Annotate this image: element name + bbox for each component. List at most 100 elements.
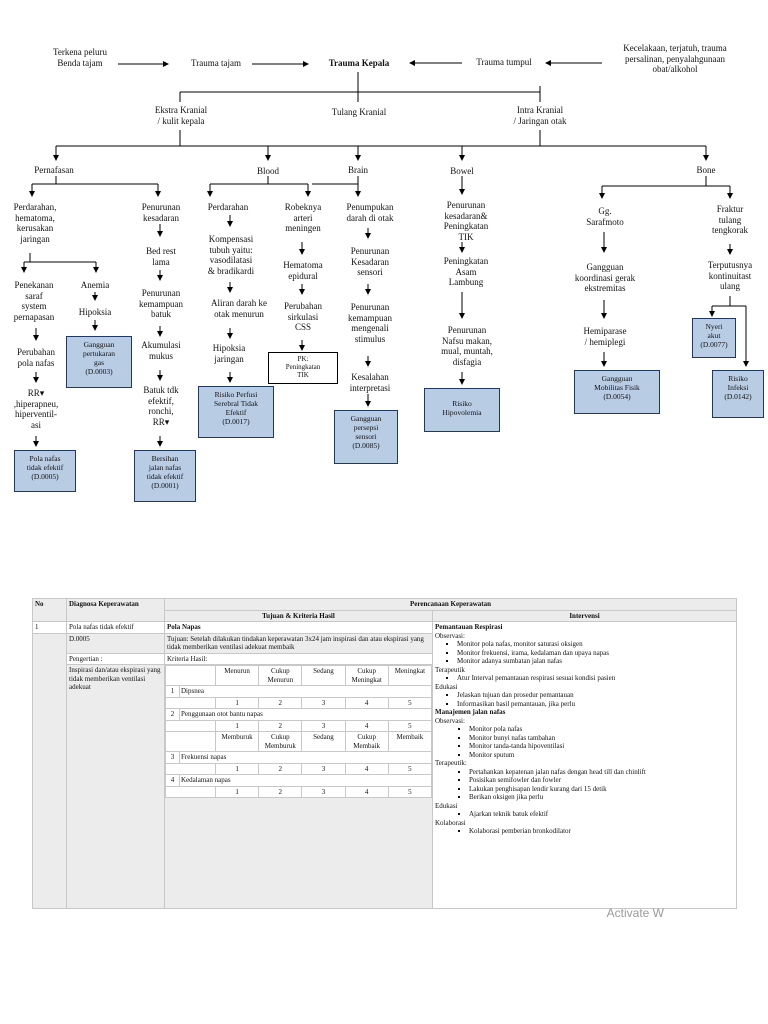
- score: 1: [214, 719, 260, 732]
- hipoksia-jaringan: Hipoksia jaringan: [212, 343, 246, 364]
- list-item: Berikan oksigen jika perlu: [469, 793, 734, 802]
- header-tujuan: Tujuan & Kriteria Hasil: [164, 609, 433, 622]
- cause-sharp: Terkena peluru Benda tajam: [52, 47, 108, 68]
- row-no: 1: [32, 621, 67, 634]
- list-item: Posisikan semifowler dan fowler: [469, 776, 734, 785]
- score: 2: [258, 696, 303, 709]
- list-item: Monitor pola nafas, monitor saturasi oks…: [457, 640, 734, 649]
- trauma-kepala: Trauma Kepala: [328, 58, 390, 68]
- list-item: Monitor bunyi nafas tambahan: [469, 734, 734, 743]
- dx-risiko-hipovolemia: Risiko Hipovolemia: [424, 388, 500, 432]
- scale-label: Cukup Memburuk: [258, 731, 303, 752]
- penumpukan-darah: Penumpukan darah di otak: [346, 202, 394, 223]
- list-item: Lakukan penghisapan lendir kurang dari 1…: [469, 785, 734, 794]
- penurunan-kesadaran-1: Penurunan kesadaran: [141, 202, 181, 223]
- score: 4: [344, 719, 389, 732]
- list-item: Atur Interval pemantauan respirasi sesua…: [457, 674, 734, 683]
- hematoma-epidural: Hematoma epidural: [283, 260, 323, 281]
- pernafasan: Pernafasan: [34, 165, 74, 175]
- dx-gangguan-pertukaran-gas: Gangguan pertukaran gas (D.0003): [66, 336, 132, 388]
- list-item: Pertahankan kepatenan jalan nafas dengan…: [469, 768, 734, 777]
- dx-bersihan-jalan-nafas: Bersihan jalan nafas tidak efektif (D.00…: [134, 450, 196, 502]
- fraktur-tulang-tengkorak: Fraktur tulang tengkorak: [712, 204, 748, 235]
- dx-pola-nafas: Pola nafas tidak efektif (D.0005): [14, 450, 76, 492]
- score: 3: [301, 762, 346, 775]
- robeknya-arteri: Robeknya arteri meningen: [284, 202, 322, 233]
- edukasi-1: Edukasi: [435, 682, 458, 691]
- list-item: Ajarkan teknik batuk efektif: [469, 810, 734, 819]
- list-item: Kolaborasi pemberian bronkodilator: [469, 827, 734, 836]
- blank: [165, 665, 216, 686]
- care-plan-table: No Diagnosa Keperawatan Perencanaan Kepe…: [32, 598, 738, 909]
- ekstra-kranial: Ekstra Kranial / kulit kepala: [154, 105, 208, 126]
- edukasi-1-list: Jelaskan tujuan dan prosedur pemantauan …: [435, 691, 734, 708]
- item-label: Frekuensi napas: [179, 751, 432, 764]
- kriteria-grid-cell: Menurun Cukup Menurun Sedang Cukup Menin…: [164, 664, 433, 909]
- penurunan-kemampuan-batuk: Penurunan kemampuan batuk: [139, 288, 183, 319]
- score: 4: [344, 762, 389, 775]
- kriteria-grid: Menurun Cukup Menurun Sedang Cukup Menin…: [165, 665, 433, 798]
- list-item: Informasikan hasil pemantauan, jika perl…: [457, 700, 734, 709]
- header-intervensi: Intervensi: [431, 609, 738, 622]
- observasi-1-list: Monitor pola nafas, monitor saturasi oks…: [435, 640, 734, 666]
- item-no: 2: [165, 708, 180, 721]
- pengertian-text: Inspirasi dan/atau ekspirasi yang tidak …: [66, 664, 165, 909]
- list-item: Jelaskan tujuan dan prosedur pemantauan: [457, 691, 734, 700]
- item-no: 4: [165, 774, 180, 787]
- score: 5: [387, 785, 433, 798]
- blank: [165, 731, 216, 752]
- terapeutik-1: Terapeutik: [435, 665, 465, 674]
- terputusnya-kontinuitas: Terputusnya kontinuitast ulang: [707, 260, 753, 291]
- tulang-kranial: Tulang Kranial: [331, 107, 387, 117]
- score: 5: [387, 719, 433, 732]
- edukasi-2: Edukasi: [435, 801, 458, 810]
- score: 1: [214, 696, 260, 709]
- score: 2: [258, 762, 303, 775]
- header-perencanaan: Perencanaan Keperawatan: [163, 598, 738, 611]
- diagnosis-name: Pola nafas tidak efektif: [66, 621, 165, 634]
- score: 3: [301, 785, 346, 798]
- perdarahan-2: Perdarahan: [207, 202, 249, 212]
- list-item: Monitor pola nafas: [469, 725, 734, 734]
- blank: [165, 696, 216, 709]
- penurunan-nafsu-makan: Penurunan Nafsu makan, mual, muntah, dis…: [441, 325, 493, 367]
- score: 1: [214, 785, 260, 798]
- trauma-tajam: Trauma tajam: [191, 58, 241, 68]
- rr-hiperapneu: RR▾ ,hiperapneu, hiperventil- asi: [13, 388, 59, 430]
- item-no: 1: [165, 685, 180, 698]
- diagnosis-code: D.0005: [66, 632, 165, 654]
- blank: [165, 719, 216, 732]
- blood: Blood: [256, 166, 279, 176]
- list-item: Monitor adanya sumbatan jalan nafas: [457, 657, 734, 666]
- penurunan-kesadaran-sensori: Penurunan Kesadaran sensori: [350, 246, 390, 277]
- header-diagnosa: Diagnosa Keperawatan: [66, 598, 165, 622]
- intervensi-cell: Pemantauan Respirasi Observasi: Monitor …: [431, 621, 738, 909]
- blank: [165, 785, 216, 798]
- observasi-2-list: Monitor pola nafas Monitor bunyi nafas t…: [435, 725, 734, 759]
- dx-gangguan-persepsi-sensori: Gangguan persepsi sensori (D.0085): [334, 410, 398, 464]
- kesalahan-interpretasi: Kesalahan interpretasi: [349, 372, 391, 393]
- activation-watermark: Activate W: [606, 906, 664, 920]
- batuk-tidak-efektif: Batuk tdk efektif, ronchi, RR▾: [143, 385, 179, 427]
- score: 3: [301, 696, 346, 709]
- score: 5: [387, 762, 433, 775]
- pengertian-label: Pengertian :: [66, 652, 165, 665]
- scale-label: Sedang: [301, 731, 346, 752]
- gg-sarafmoto: Gg. Sarafmoto: [586, 206, 624, 227]
- score: 5: [387, 696, 433, 709]
- list-item: Monitor frekuensi, irama, kedalaman dan …: [457, 649, 734, 658]
- penurunan-kemampuan-mengenali: Penurunan kemampuan mengenali stimulus: [348, 302, 392, 344]
- dx-gangguan-mobilitas-fisik: Gangguan Mobilitas Fisik (D.0054): [574, 370, 660, 414]
- terapeutik-2-list: Pertahankan kepatenan jalan nafas dengan…: [435, 768, 734, 802]
- penekanan-saraf: Penekanan saraf system pernapasan: [13, 280, 55, 322]
- brain: Brain: [348, 165, 368, 175]
- score: 4: [344, 785, 389, 798]
- item-label: Penggunaan otot bantu napas: [179, 708, 432, 721]
- dx-risiko-perfusi-serebral: Risiko Perfusi Serebral Tidak Efektif (D…: [198, 386, 274, 438]
- terapeutik-2: Terapeutik:: [435, 759, 467, 767]
- pk-peningkatan-tik: PK: Peningkatan TIK: [268, 352, 338, 384]
- observasi-1: Observasi:: [435, 631, 465, 640]
- item-no: 3: [165, 751, 180, 764]
- bed-rest-lama: Bed rest lama: [146, 246, 176, 267]
- dx-risiko-infeksi: Risiko Infeksi (D.0142): [712, 370, 764, 418]
